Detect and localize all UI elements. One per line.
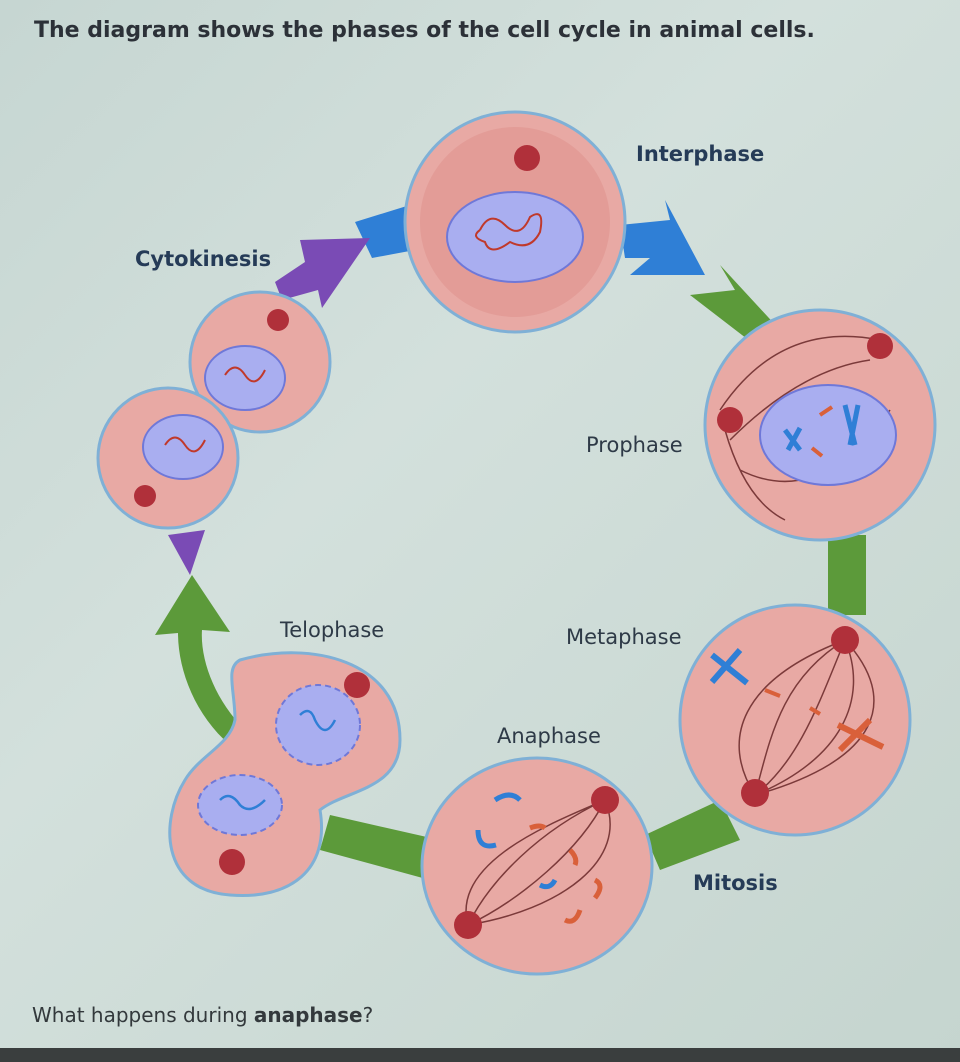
label-cytokinesis: Cytokinesis <box>135 247 272 271</box>
metaphase-cell <box>678 603 912 837</box>
question-prefix: What happens during <box>32 1003 254 1027</box>
green-bar-anaphase-telophase <box>320 815 440 880</box>
anaphase-cell <box>420 756 654 976</box>
green-bar-prophase-metaphase <box>828 535 866 615</box>
blue-arrow-cytokinesis-top <box>355 205 415 258</box>
page-title: The diagram shows the phases of the cell… <box>34 18 815 43</box>
label-interphase: Interphase <box>636 142 765 166</box>
green-bar-metaphase-anaphase <box>645 800 740 870</box>
question-suffix: ? <box>362 1003 374 1027</box>
screen-bezel <box>0 1048 960 1062</box>
purple-arrow-cytokinesis-bottom <box>168 530 205 575</box>
label-prophase: Prophase <box>586 433 683 457</box>
interphase-cell <box>403 110 627 334</box>
question-emphasis: anaphase <box>253 1003 363 1027</box>
label-telophase: Telophase <box>280 618 385 642</box>
purple-arrow-cytokinesis <box>275 238 370 308</box>
question-text: What happens during anaphase? <box>32 1003 373 1027</box>
cytokinesis-cells <box>96 290 332 530</box>
telophase-cell <box>168 651 402 898</box>
label-mitosis: Mitosis <box>693 871 778 895</box>
green-arrow-prophase <box>690 265 780 345</box>
label-metaphase: Metaphase <box>566 625 682 649</box>
green-arrow-telophase <box>155 575 245 745</box>
prophase-cell <box>703 308 937 542</box>
label-anaphase: Anaphase <box>497 724 601 748</box>
cycle-arrows <box>155 200 866 880</box>
blue-arrow-interphase <box>620 200 705 275</box>
